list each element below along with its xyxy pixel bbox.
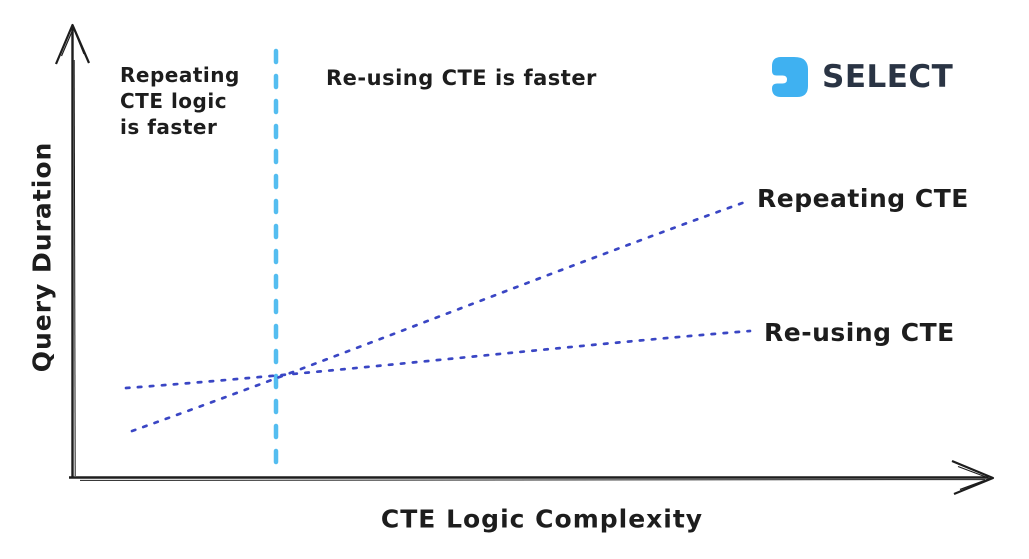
select-s-icon-shape bbox=[772, 57, 808, 97]
y-axis-arrowhead bbox=[54, 23, 91, 65]
series-label-repeating-cte: Repeating CTE bbox=[757, 184, 969, 213]
annotation-right-region: Re-using CTE is faster bbox=[326, 66, 597, 90]
series-line-reusing-cte bbox=[124, 329, 752, 390]
select-logo: SELECT bbox=[772, 57, 953, 97]
select-wordmark: SELECT bbox=[822, 58, 954, 95]
select-s-icon bbox=[772, 57, 808, 97]
x-axis-arrowhead-echo bbox=[957, 465, 991, 491]
annotation-left-region: Repeating CTE logic is faster bbox=[120, 63, 240, 139]
series-label-reusing-cte: Re-using CTE bbox=[764, 318, 955, 347]
series-line-repeating-cte bbox=[130, 199, 750, 433]
x-axis-arrowhead bbox=[951, 459, 995, 496]
y-axis-echo bbox=[73, 59, 76, 477]
y-axis-arrowhead-echo bbox=[60, 27, 85, 57]
y-axis-label: Query Duration bbox=[27, 141, 57, 373]
x-axis-echo bbox=[79, 479, 986, 481]
x-axis-label: CTE Logic Complexity bbox=[380, 504, 704, 534]
